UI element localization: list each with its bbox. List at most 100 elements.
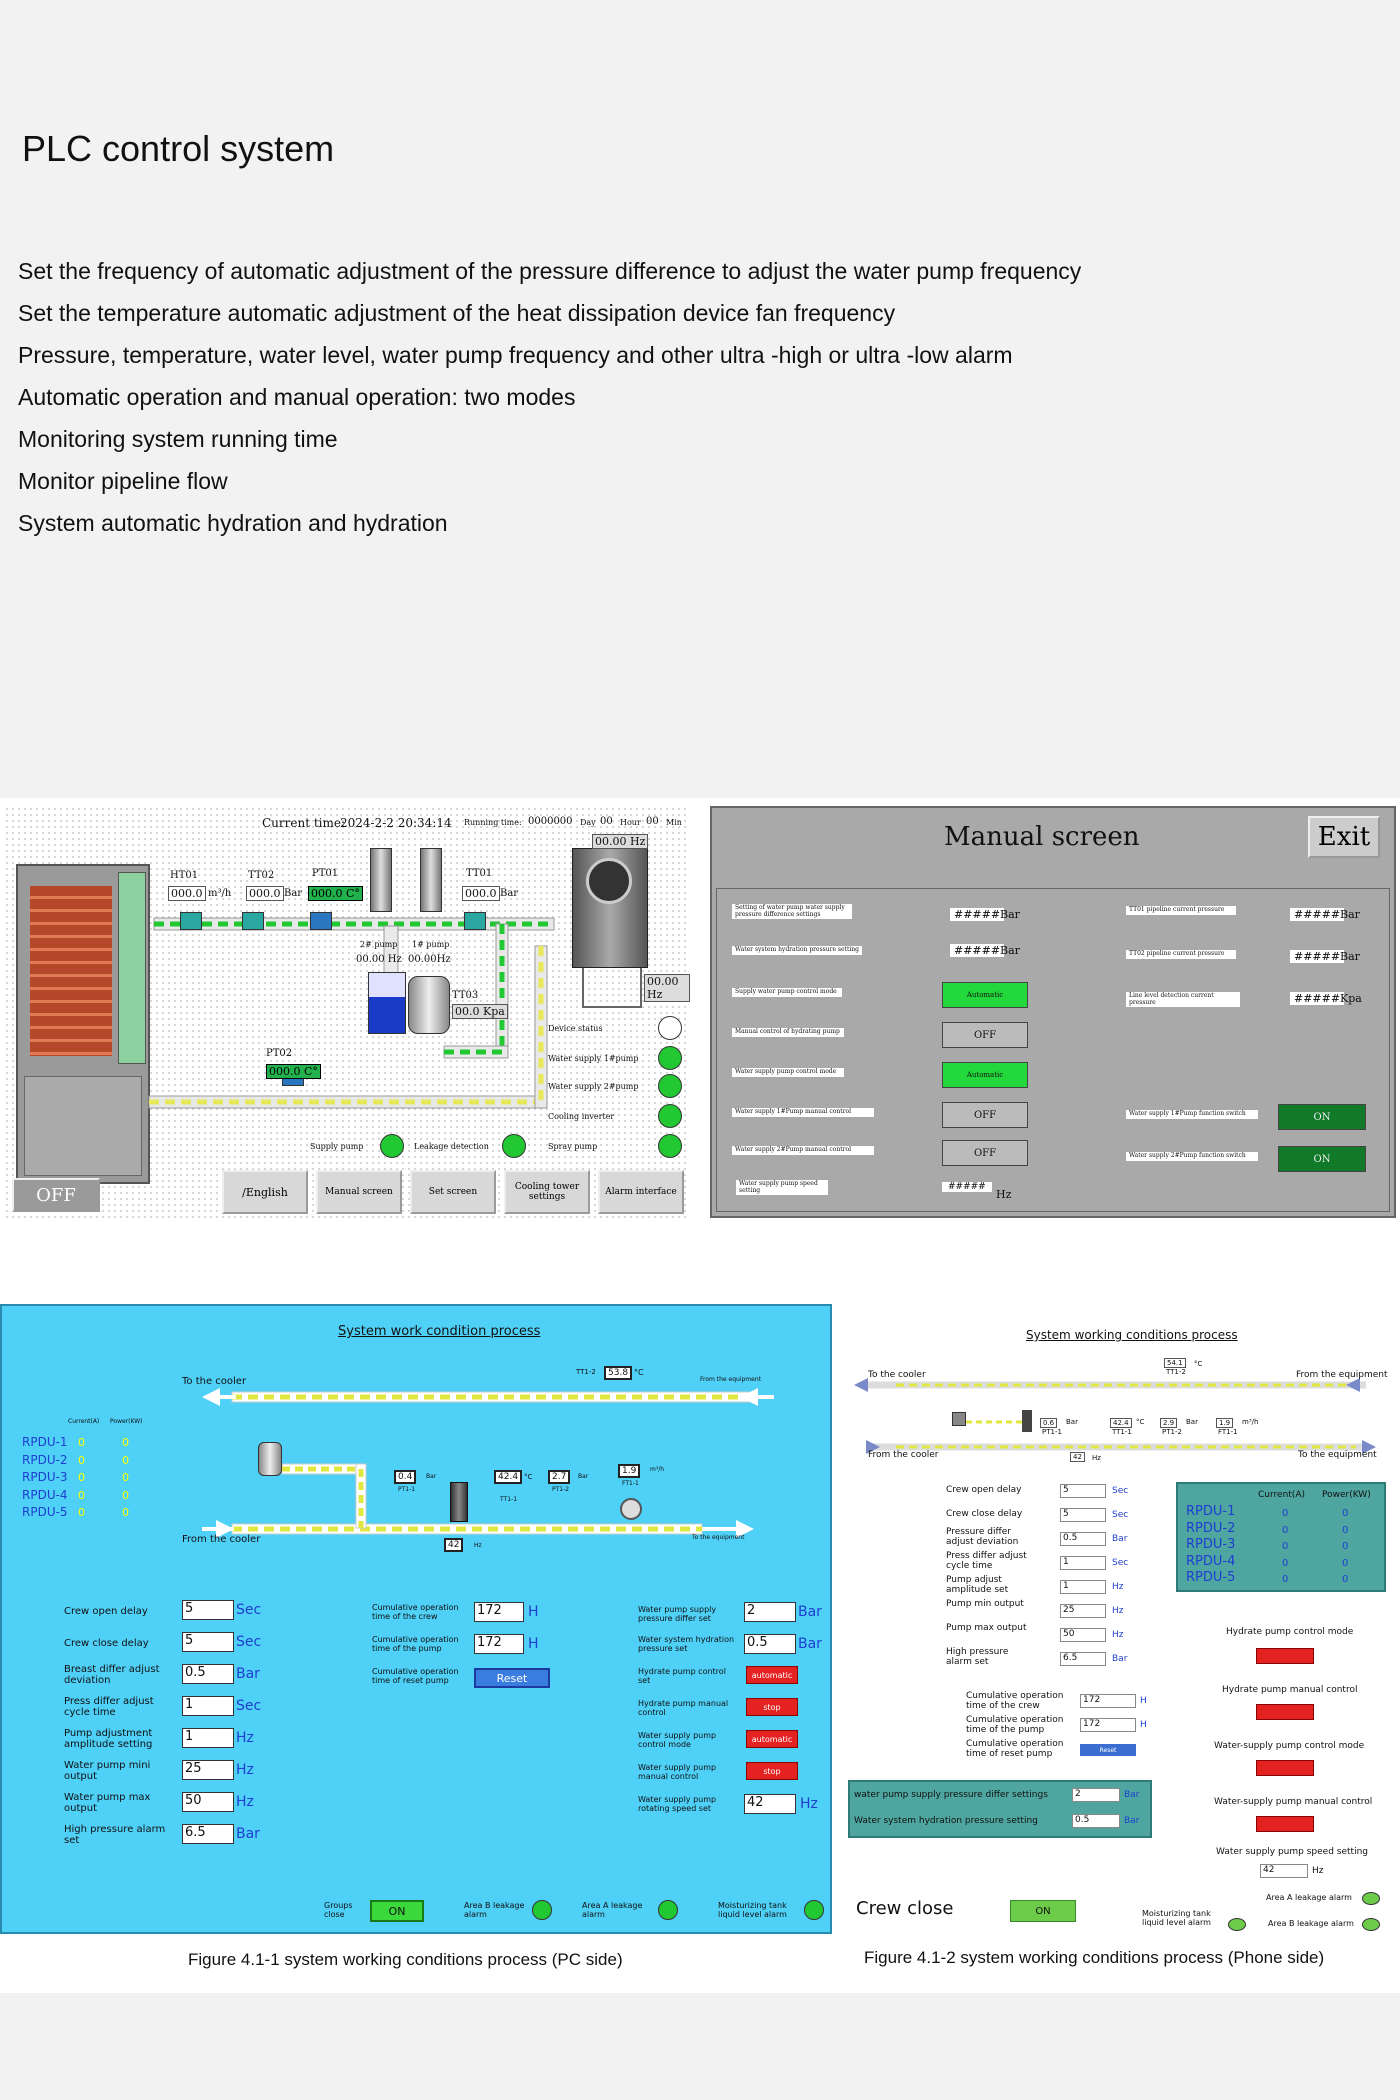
pc-supply-manual-button[interactable]: stop — [746, 1762, 798, 1780]
pc-setting-input[interactable]: 50 — [182, 1792, 234, 1812]
pt01-value: 000.0 C° — [308, 886, 363, 901]
rpdu-power: 0 — [1342, 1574, 1349, 1586]
alarm-interface-button[interactable]: Alarm interface — [598, 1170, 684, 1214]
phone-pt12-value: 2.9 — [1160, 1418, 1178, 1428]
supply-pump-mode-button[interactable]: Automatic — [942, 982, 1028, 1008]
phone-supply-mode-button[interactable] — [1256, 1760, 1314, 1776]
cooling-tower-settings-button[interactable]: Cooling tower settings — [504, 1170, 590, 1214]
water-supply-mode-button[interactable]: Automatic — [942, 1062, 1028, 1088]
pc-setting-input[interactable]: 25 — [182, 1760, 234, 1780]
phone-area-a-label: Area A leakage alarm — [1266, 1893, 1352, 1902]
pc-setting-input[interactable]: 1 — [182, 1728, 234, 1748]
pc-reset-button[interactable]: Reset — [474, 1668, 550, 1688]
cabinet-racks — [30, 886, 112, 1056]
phone-area-a-lamp — [1362, 1892, 1380, 1905]
phone-rpdu-box: Current(A) Power(KW) RPDU-1 RPDU-2 RPDU-… — [1176, 1482, 1386, 1592]
manual-screen-button[interactable]: Manual screen — [316, 1170, 402, 1214]
phone-setting-input[interactable]: 25 — [1060, 1604, 1106, 1618]
phone-setting-input[interactable]: 5 — [1060, 1508, 1106, 1522]
phone-tank-lamp — [1228, 1918, 1246, 1931]
exit-button[interactable]: Exit — [1308, 816, 1380, 858]
pc-tt12-label: TT1-2 — [576, 1368, 596, 1376]
hour-label: Hour — [620, 818, 641, 827]
ht01-value: 000.0 — [168, 886, 206, 901]
phone-hydrate-manual-button[interactable] — [1256, 1704, 1314, 1720]
pc-supply-mode-button[interactable]: automatic — [746, 1730, 798, 1748]
phone-pt11-unit: Bar — [1066, 1418, 1078, 1426]
phone-hz-unit: Hz — [1092, 1454, 1101, 1462]
pc-cumulative-label: Cumulative operation time of the crew — [372, 1603, 459, 1621]
phone-setting-input[interactable]: 0.5 — [1060, 1532, 1106, 1546]
phone-current-header: Current(A) — [1258, 1490, 1305, 1500]
manual-value[interactable]: ##### — [942, 1182, 992, 1192]
current-time: 2024-2-2 20:34:14 — [340, 816, 452, 830]
phone-setting-input[interactable]: 1 — [1060, 1556, 1106, 1570]
phone-setting-input[interactable]: 5 — [1060, 1484, 1106, 1498]
phone-reset-button[interactable]: Reset — [1080, 1744, 1136, 1756]
phone-crew-on-button[interactable]: ON — [1010, 1900, 1076, 1922]
manual-unit: Bar — [1000, 908, 1020, 921]
phone-hydrate-mode-button[interactable] — [1256, 1648, 1314, 1664]
pc-setting-unit: Hz — [236, 1762, 254, 1778]
phone-ft11-value: 1.9 — [1216, 1418, 1234, 1428]
pc-setting-unit: Sec — [236, 1698, 262, 1714]
manual-value[interactable]: ##### — [950, 944, 1005, 957]
manual-value[interactable]: ##### — [1290, 992, 1345, 1005]
manual-label: Water supply 2#Pump manual control — [732, 1146, 874, 1155]
pc-groups-on-button[interactable]: ON — [370, 1900, 424, 1922]
pc-tt12-value: 53.8 — [604, 1366, 633, 1380]
pc-setting-input[interactable]: 5 — [182, 1600, 234, 1620]
pt02-label: PT02 — [266, 1048, 293, 1059]
min-value: 00 — [646, 816, 659, 827]
pc-setting-input[interactable]: 6.5 — [182, 1824, 234, 1844]
pump1-manual-button[interactable]: OFF — [942, 1102, 1028, 1128]
pc-right-input[interactable]: 0.5 — [744, 1634, 796, 1654]
pc-hydrate-manual-button[interactable]: stop — [746, 1698, 798, 1716]
phone-speed-input[interactable]: 42 — [1260, 1864, 1308, 1878]
phone-supply-manual-button[interactable] — [1256, 1816, 1314, 1832]
phone-supply-diff-input[interactable]: 2 — [1072, 1788, 1120, 1802]
rpdu-power: 0 — [122, 1488, 129, 1502]
pc-from-cooler: From the cooler — [182, 1534, 261, 1545]
pc-hydrate-mode-button[interactable]: automatic — [746, 1666, 798, 1684]
phone-setting-label: Crew close delay — [946, 1509, 1023, 1519]
pc-tt11-unit: °C — [524, 1473, 533, 1481]
rpdu-power: 0 — [122, 1436, 129, 1449]
phone-setting-unit: Sec — [1112, 1510, 1129, 1520]
pc-ft11-value: 1.9 — [618, 1464, 641, 1478]
pc-right-input[interactable]: 42 — [744, 1794, 796, 1814]
pc-setting-input[interactable]: 5 — [182, 1632, 234, 1652]
phone-setting-input[interactable]: 50 — [1060, 1628, 1106, 1642]
pc-setting-input[interactable]: 0.5 — [182, 1664, 234, 1684]
pc-right-unit: Bar — [798, 1636, 822, 1652]
pc-right-input[interactable]: 2 — [744, 1602, 796, 1622]
set-screen-button[interactable]: Set screen — [410, 1170, 496, 1214]
phone-rpdu-current: 0 0 0 0 0 — [1282, 1506, 1288, 1589]
phone-crew-close-label: Crew close — [856, 1898, 954, 1919]
pt02-value: 000.0 C° — [266, 1064, 321, 1079]
hydrating-pump-button[interactable]: OFF — [942, 1022, 1028, 1048]
phone-setting-input[interactable]: 1 — [1060, 1580, 1106, 1594]
english-button[interactable]: /English — [222, 1170, 308, 1214]
phone-cumulative-unit: H — [1140, 1720, 1147, 1730]
phone-setting-input[interactable]: 6.5 — [1060, 1652, 1106, 1666]
phone-title: System working conditions process — [1026, 1328, 1238, 1342]
manual-label: Manual control of hydrating pump — [732, 1028, 844, 1037]
pc-setting-input[interactable]: 1 — [182, 1696, 234, 1716]
pump1-function-switch[interactable]: ON — [1278, 1104, 1366, 1130]
phone-speed-unit: Hz — [1312, 1866, 1324, 1876]
pc-setting-unit: Sec — [236, 1634, 262, 1650]
phone-hydration-input[interactable]: 0.5 — [1072, 1814, 1120, 1828]
manual-value[interactable]: ##### — [1290, 908, 1345, 921]
pump2-function-switch[interactable]: ON — [1278, 1146, 1366, 1172]
phone-supply-diff-unit: Bar — [1124, 1790, 1140, 1800]
manual-value[interactable]: ##### — [950, 908, 1005, 921]
pump2-manual-button[interactable]: OFF — [942, 1140, 1028, 1166]
off-button[interactable]: OFF — [12, 1178, 100, 1212]
tower-legs — [582, 968, 642, 1008]
pc-area-a-lamp — [658, 1900, 678, 1920]
manual-value[interactable]: ##### — [1290, 950, 1345, 963]
phone-to-equipment: To the equipment — [1298, 1450, 1377, 1460]
feature-line: Set the temperature automatic adjustment… — [18, 300, 896, 326]
phone-rpdu-power: 0 0 0 0 0 — [1342, 1506, 1348, 1589]
